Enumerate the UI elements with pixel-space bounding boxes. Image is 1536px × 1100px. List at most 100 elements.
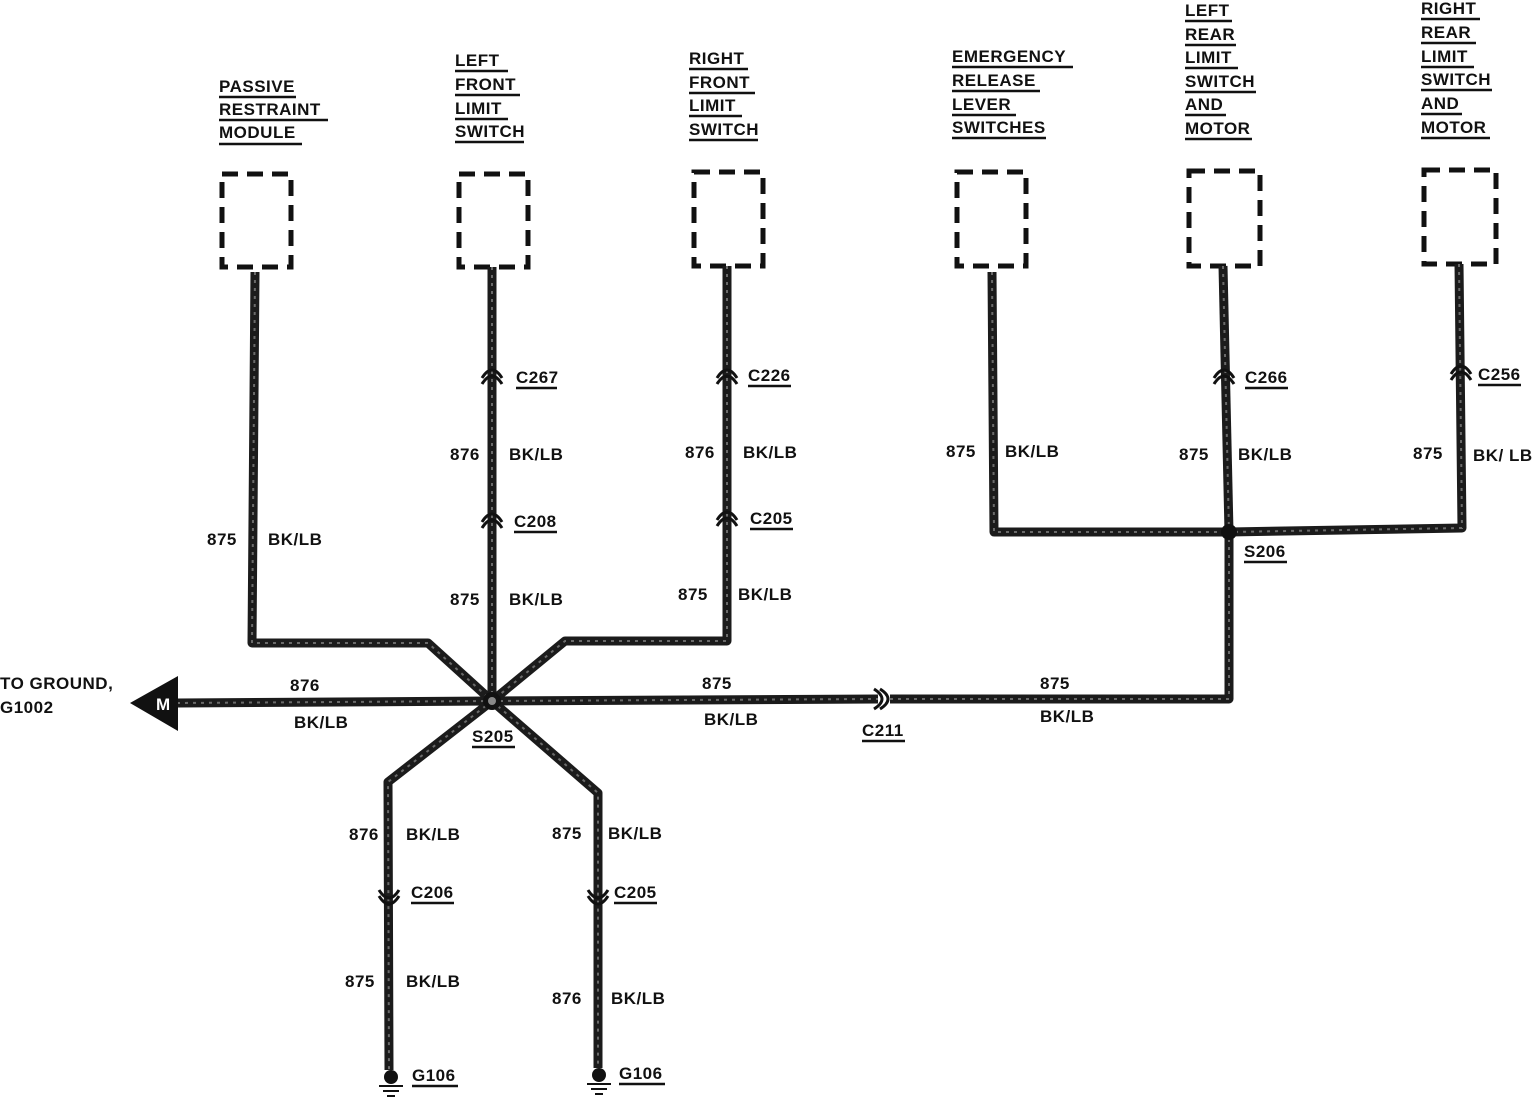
label-right-front-limit-switch: RIGHT FRONT LIMIT SWITCH (689, 49, 759, 142)
c211-symbol (873, 687, 890, 711)
circuit-color-prm: BK/LB (268, 530, 322, 549)
c226-label: C226 (748, 366, 791, 385)
svg-text:AND: AND (1185, 95, 1223, 114)
circuit-color-mid-run: BK/LB (704, 710, 758, 729)
wire-rrls (1228, 263, 1467, 537)
circuit-num-ll-upper: 876 (349, 825, 379, 844)
circuit-num-rrls: 875 (1413, 444, 1443, 463)
wire-lrls (1218, 265, 1234, 533)
c206-label: C206 (411, 883, 454, 902)
wire-lower-left (383, 697, 495, 1071)
label-passive-restraint-module: PASSIVE RESTRAINT MODULE (219, 77, 328, 146)
wire-erls (987, 271, 1229, 537)
c211-label: C211 (862, 721, 904, 740)
svg-text:MOTOR: MOTOR (1421, 118, 1486, 137)
label-left-rear-limit-switch-and-motor: LEFT REAR LIMIT SWITCH AND MOTOR (1185, 1, 1256, 141)
ground-ref-text-2: G1002 (0, 698, 54, 717)
ground-ref-marker: M (156, 695, 170, 714)
svg-text:AND: AND (1421, 94, 1459, 113)
svg-text:RIGHT: RIGHT (689, 49, 745, 68)
circuit-num-erls: 875 (946, 442, 976, 461)
circuit-color-lr-lower: BK/LB (611, 989, 665, 1008)
circuit-color-ll-upper: BK/LB (406, 825, 460, 844)
circuit-num-ground-run: 876 (290, 676, 320, 695)
c205-rf-label: C205 (750, 509, 793, 528)
s206-label: S206 (1244, 542, 1286, 561)
circuit-color-lr-upper: BK/LB (608, 824, 662, 843)
c206-symbol (377, 889, 401, 906)
svg-text:LIMIT: LIMIT (455, 99, 502, 118)
c266-label: C266 (1245, 368, 1288, 387)
passive-restraint-module-box (219, 171, 294, 270)
svg-text:SWITCH: SWITCH (689, 120, 759, 139)
emergency-release-lever-switches-box (954, 169, 1029, 269)
c267-symbol (480, 368, 504, 385)
svg-text:LIMIT: LIMIT (689, 96, 736, 115)
ground-ref-arrow: M (130, 676, 178, 731)
circuit-num-ll-lower: 875 (345, 972, 375, 991)
inline-connectors (377, 364, 1473, 906)
svg-text:LEFT: LEFT (455, 51, 500, 70)
svg-text:SWITCH: SWITCH (1185, 72, 1255, 91)
circuit-color-right-run: BK/LB (1040, 707, 1094, 726)
circuit-num-prm: 875 (207, 530, 237, 549)
circuit-color-rrls: BK/ LB (1473, 446, 1533, 465)
left-front-limit-switch-box (456, 171, 531, 270)
c205-rf-symbol (715, 510, 739, 527)
circuit-num-lf-lower: 875 (450, 590, 480, 609)
c256-symbol (1449, 364, 1473, 381)
circuit-color-rf-upper: BK/LB (743, 443, 797, 462)
left-rear-limit-switch-and-motor-box (1186, 168, 1263, 269)
c256-label: C256 (1478, 365, 1521, 384)
circuit-num-lf-upper: 876 (450, 445, 480, 464)
label-right-rear-limit-switch-and-motor: RIGHT REAR LIMIT SWITCH AND MOTOR (1421, 0, 1492, 140)
circuit-color-lrls: BK/LB (1238, 445, 1292, 464)
svg-text:REAR: REAR (1185, 25, 1235, 44)
svg-text:SWITCH: SWITCH (1421, 70, 1491, 89)
circuit-num-rf-upper: 876 (685, 443, 715, 462)
svg-text:FRONT: FRONT (689, 73, 750, 92)
svg-text:REAR: REAR (1421, 23, 1471, 42)
svg-text:LIMIT: LIMIT (1421, 47, 1468, 66)
svg-text:SWITCHES: SWITCHES (952, 118, 1046, 137)
connector-labels: C267 C208 C226 C205 C266 C256 C211 C206 … (411, 365, 1521, 1088)
right-front-limit-switch-box (691, 169, 766, 269)
svg-text:PASSIVE: PASSIVE (219, 77, 295, 96)
circuit-num-lr-lower: 876 (552, 989, 582, 1008)
svg-text:SWITCH: SWITCH (455, 122, 525, 141)
c208-label: C208 (514, 512, 557, 531)
label-left-front-limit-switch: LEFT FRONT LIMIT SWITCH (455, 51, 525, 144)
circuit-num-mid-run: 875 (702, 674, 732, 693)
svg-text:FRONT: FRONT (455, 75, 516, 94)
wire-lower-right (489, 697, 603, 1068)
svg-text:RESTRAINT: RESTRAINT (219, 100, 321, 119)
wire-right-front (489, 266, 732, 705)
ground-ref-text-1: TO GROUND, (0, 674, 113, 693)
svg-text:LEFT: LEFT (1185, 1, 1230, 20)
g106-label-left: G106 (412, 1066, 456, 1085)
circuit-labels: 875 BK/LB 876 BK/LB 875 BK/LB 876 BK/LB … (207, 442, 1533, 1008)
circuit-num-right-run: 875 (1040, 674, 1070, 693)
svg-text:EMERGENCY: EMERGENCY (952, 47, 1066, 66)
wire-cores (177, 263, 1464, 1071)
c266-symbol (1212, 368, 1236, 385)
s206-splice (1221, 524, 1237, 540)
svg-text:RELEASE: RELEASE (952, 71, 1036, 90)
s205-label: S205 (472, 727, 514, 746)
svg-text:LIMIT: LIMIT (1185, 48, 1232, 67)
c205-low-symbol (586, 889, 610, 906)
g106-label-right: G106 (619, 1064, 663, 1083)
c205-low-label: C205 (614, 883, 657, 902)
circuit-num-rf-lower: 875 (678, 585, 708, 604)
circuit-num-lr-upper: 875 (552, 824, 582, 843)
svg-text:MOTOR: MOTOR (1185, 119, 1250, 138)
ground-symbol-right (587, 1068, 611, 1095)
circuit-color-lf-lower: BK/LB (509, 590, 563, 609)
svg-text:MODULE: MODULE (219, 123, 296, 142)
svg-text:LEVER: LEVER (952, 95, 1011, 114)
wire-ground-run (177, 696, 493, 708)
c226-symbol (715, 368, 739, 385)
ground-symbol-left (379, 1070, 403, 1097)
circuit-num-lrls: 875 (1179, 445, 1209, 464)
